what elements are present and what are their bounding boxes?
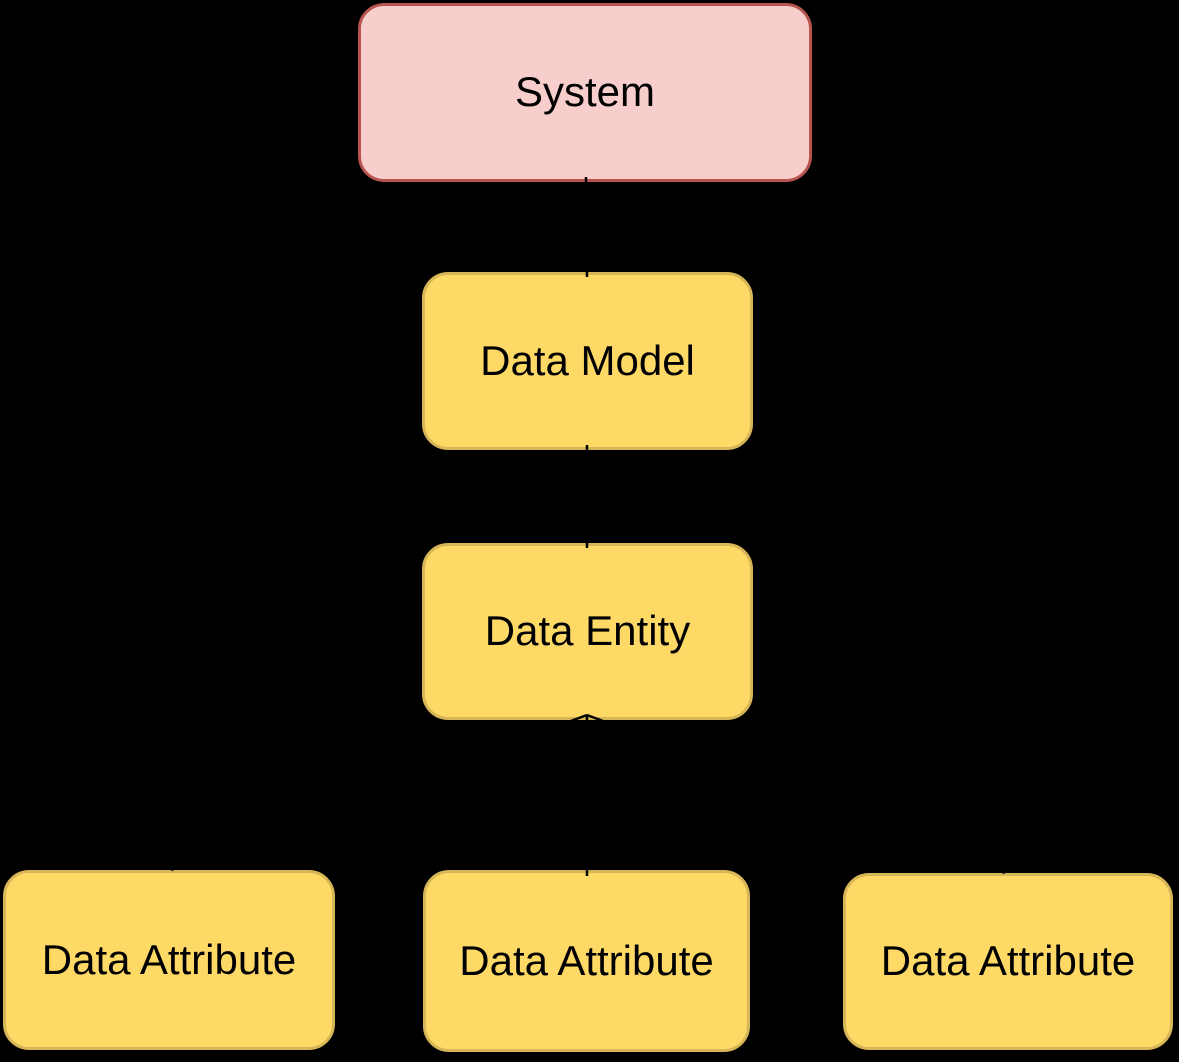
edge-data-entity-to-attr-right (586, 713, 1006, 875)
node-system-label: System (514, 68, 656, 116)
node-data-model: Data Model (422, 272, 753, 450)
node-data-attribute-left: Data Attribute (3, 870, 335, 1050)
node-system: System (358, 3, 812, 182)
edge-system-to-data-model (584, 176, 589, 278)
node-data-entity-label: Data Entity (484, 607, 691, 655)
node-data-attribute-right: Data Attribute (843, 873, 1173, 1050)
node-data-model-label: Data Model (480, 336, 695, 384)
node-data-attribute-middle: Data Attribute (423, 870, 750, 1052)
node-data-attribute-left-label: Data Attribute (41, 935, 297, 983)
node-data-attribute-middle-label: Data Attribute (459, 936, 714, 984)
node-data-entity: Data Entity (422, 543, 753, 720)
node-data-attribute-right-label: Data Attribute (880, 937, 1136, 985)
edge-data-entity-to-attr-left (170, 713, 588, 872)
